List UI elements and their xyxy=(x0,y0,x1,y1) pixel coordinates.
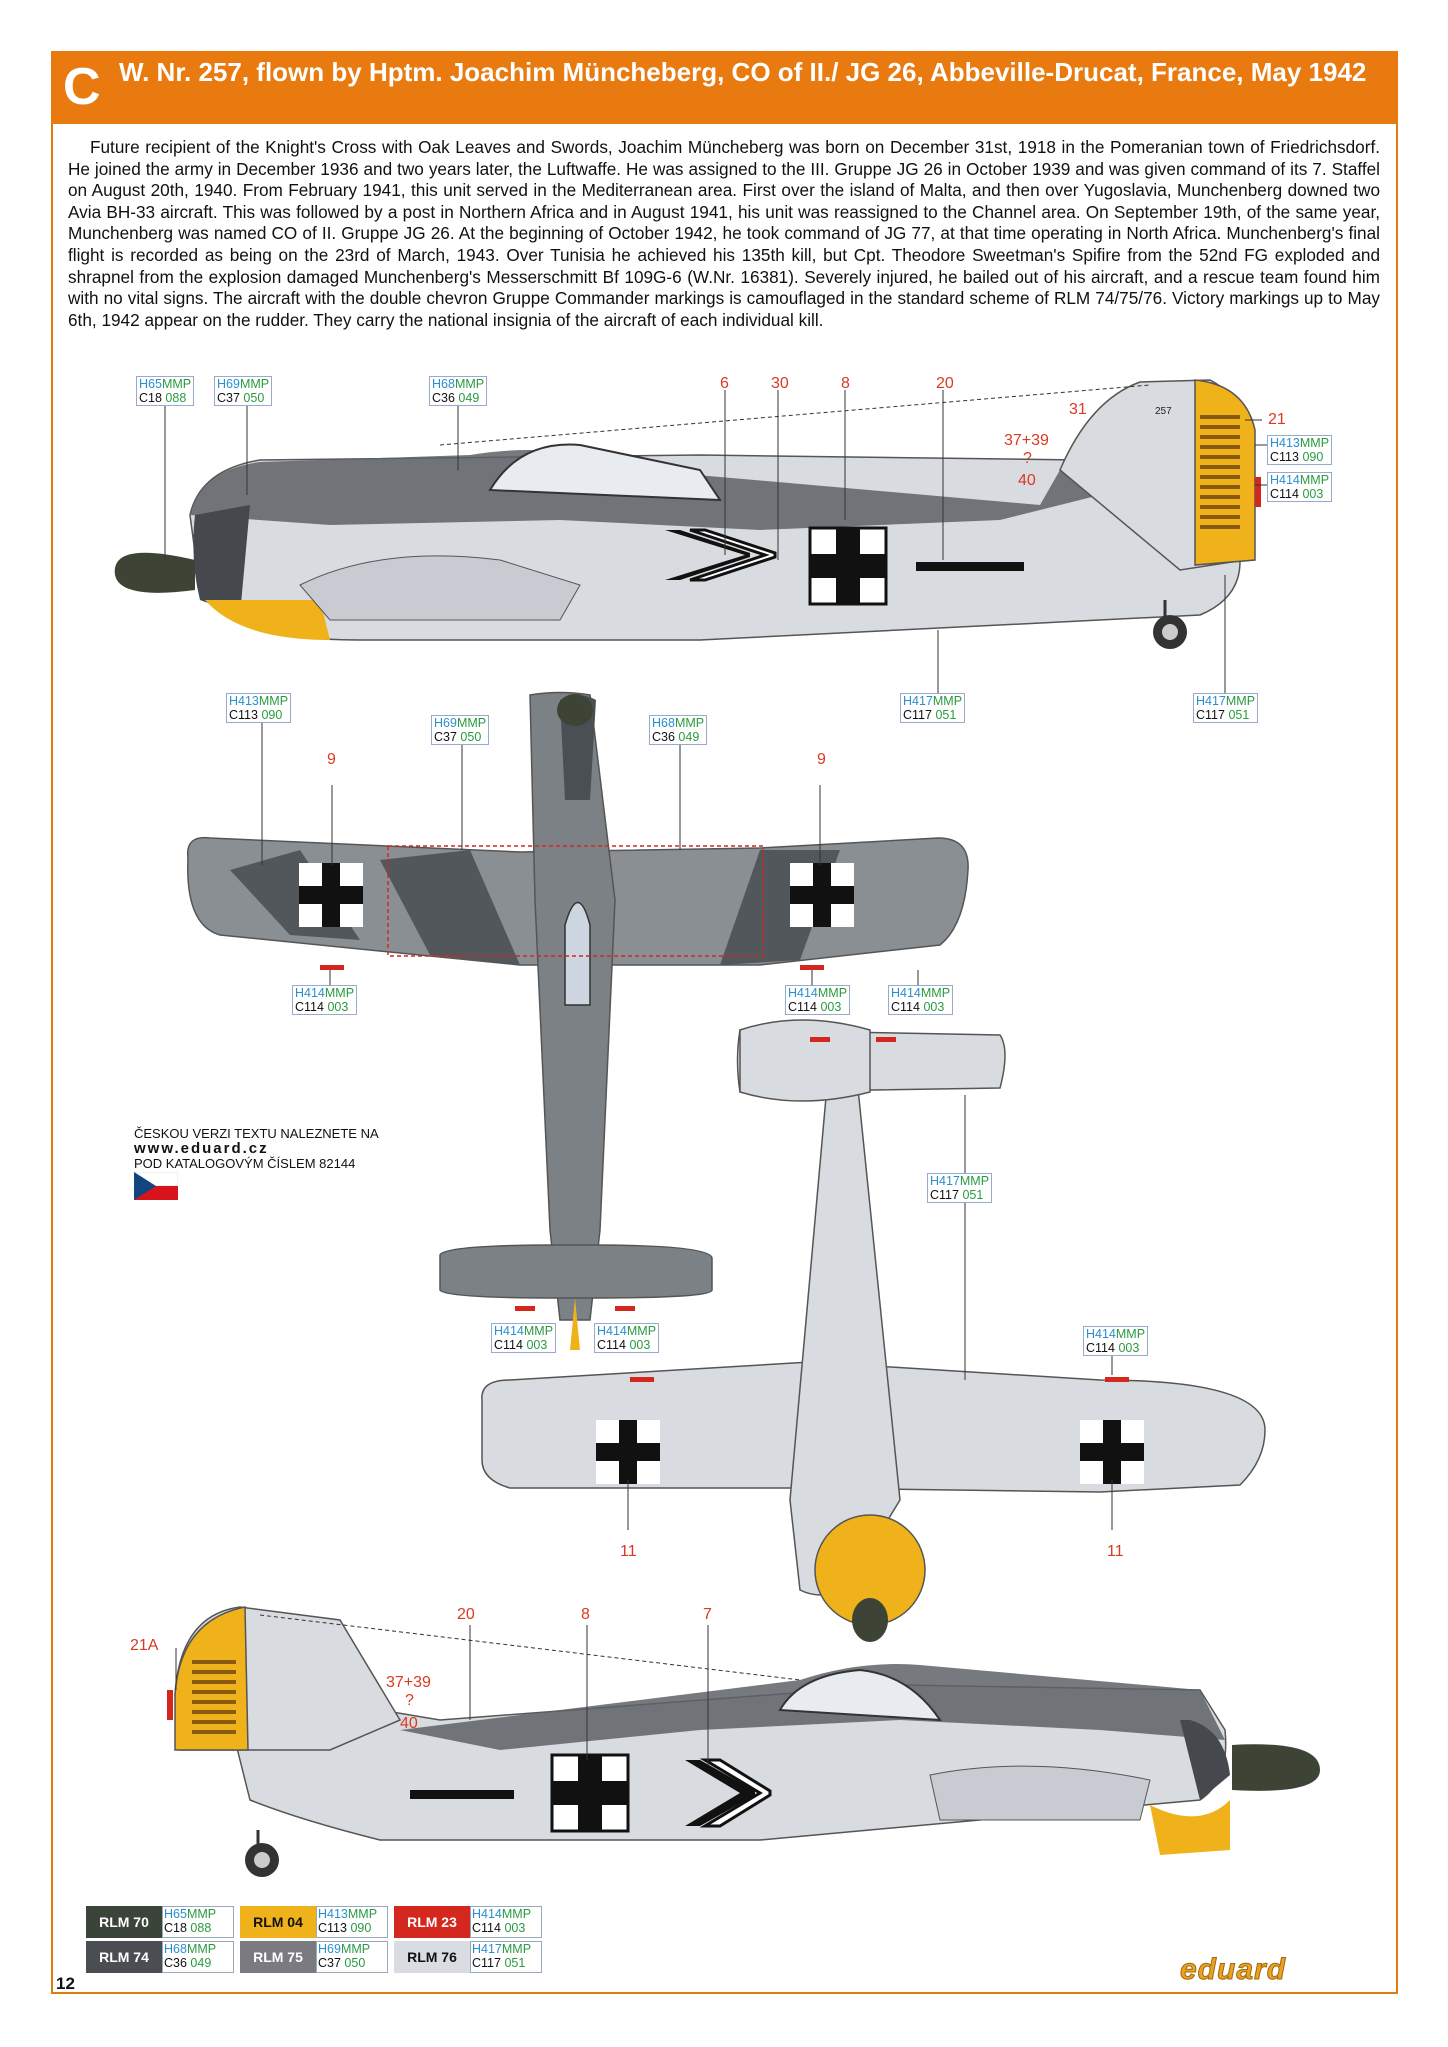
fuselage-cross-right xyxy=(550,1753,630,1833)
gruppe-bar-right xyxy=(410,1790,514,1799)
marking-number: ? xyxy=(405,1692,414,1709)
czech-note-line1: ČESKOU VERZI TEXTU NALEZNETE NA xyxy=(134,1126,379,1141)
marking-number: 11 xyxy=(1107,1543,1124,1560)
marking-number: 11 xyxy=(620,1543,637,1560)
gruppe-bar xyxy=(916,562,1024,571)
bottom-wing-cross-right xyxy=(1080,1420,1144,1484)
marking-number: 31 xyxy=(1069,401,1087,418)
marking-number: 7 xyxy=(703,1606,712,1623)
marking-number: 40 xyxy=(400,1715,418,1732)
top-wing-cross-left xyxy=(299,863,363,927)
marking-number: 21 xyxy=(1268,411,1286,428)
marking-number: 9 xyxy=(817,751,826,768)
marking-number: 40 xyxy=(1018,472,1036,489)
description-paragraph: Future recipient of the Knight's Cross w… xyxy=(68,137,1380,330)
bottom-wing-cross-left xyxy=(596,1420,660,1484)
double-chevron-marking xyxy=(665,528,777,582)
marking-number: 21A xyxy=(130,1637,159,1654)
marking-number: 8 xyxy=(841,375,850,392)
czech-note-line3: POD KATALOGOVÝM ČÍSLEM 82144 xyxy=(134,1156,356,1171)
double-chevron-marking-right xyxy=(685,1758,772,1828)
legend-swatch: RLM 70 xyxy=(86,1906,162,1938)
description-text: Future recipient of the Knight's Cross w… xyxy=(68,137,1380,331)
legend-swatch: RLM 74 xyxy=(86,1941,162,1973)
marking-number: 20 xyxy=(457,1606,475,1623)
legend-swatch: RLM 04 xyxy=(240,1906,316,1938)
marking-number: 6 xyxy=(720,375,729,392)
marking-number: 37+39 xyxy=(386,1674,431,1691)
top-wing-cross-right xyxy=(790,863,854,927)
page-number: 12 xyxy=(56,1974,75,1993)
legend-swatch: RLM 76 xyxy=(394,1941,470,1973)
profile-header: C W. Nr. 257, flown by Hptm. Joachim Mün… xyxy=(51,51,1398,124)
side-view-right xyxy=(167,1606,1320,1877)
top-view xyxy=(186,691,969,1350)
marking-number: 37+39 xyxy=(1004,432,1049,449)
marking-number: 20 xyxy=(936,375,954,392)
czech-note-website: www.eduard.cz xyxy=(134,1140,269,1157)
legend-swatch: RLM 75 xyxy=(240,1941,316,1973)
side-view-left: 257 xyxy=(114,379,1270,695)
marking-number: 8 xyxy=(581,1606,590,1623)
profile-letter: C xyxy=(63,58,101,116)
profile-title: W. Nr. 257, flown by Hptm. Joachim Münch… xyxy=(119,57,1367,87)
marking-number: 9 xyxy=(327,751,336,768)
legend-swatch: RLM 23 xyxy=(394,1906,470,1938)
marking-number: ? xyxy=(1023,450,1032,467)
marking-number: 30 xyxy=(771,375,789,392)
eduard-logo: eduard xyxy=(1179,1953,1287,1987)
fin-code: 257 xyxy=(1155,406,1172,417)
czech-note: ČESKOU VERZI TEXTU NALEZNETE NA www.edua… xyxy=(134,1126,379,1171)
fuselage-cross-left xyxy=(808,526,888,606)
czech-flag-icon xyxy=(134,1172,178,1200)
bottom-view xyxy=(481,1019,1266,1642)
